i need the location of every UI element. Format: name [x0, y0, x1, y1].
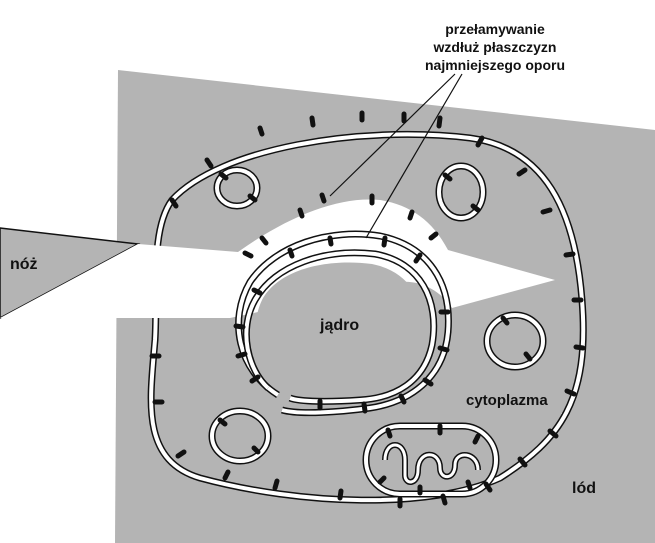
vesicle-top-right	[435, 162, 487, 222]
cytoplasm-label: cytoplazma	[466, 392, 548, 409]
membrane-particles	[149, 110, 586, 509]
cytoplasm-label-bg	[458, 388, 562, 414]
fracture-annotation: przełamywanie wzdłuż płaszczyzn najmniej…	[400, 20, 590, 74]
vesicle-right	[483, 311, 547, 371]
vesicle-top-left	[213, 166, 261, 210]
ice-label: lód	[572, 480, 596, 497]
nucleus-label: jądro	[320, 317, 360, 334]
annotation-line-3: najmniejszego oporu	[424, 57, 565, 73]
nucleus-label-bg	[308, 312, 380, 342]
annotation-line-1: przełamywanie	[445, 21, 545, 37]
annotation-line-2: wzdłuż płaszczyzn	[433, 39, 557, 55]
vesicle-bottom-left	[208, 407, 272, 465]
annotation-leaders	[329, 73, 463, 239]
mitochondrion	[362, 422, 500, 498]
knife-label: nóż	[10, 256, 38, 273]
nuclear-envelope	[235, 230, 452, 417]
